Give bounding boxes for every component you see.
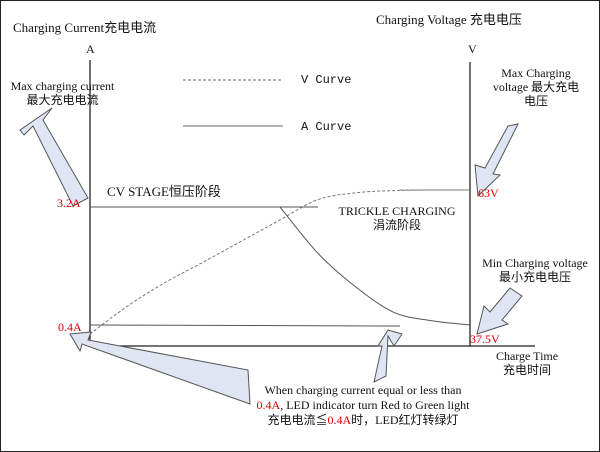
a-curve-point-9	[431, 320, 432, 321]
legend-a-curve-label: A Curve	[301, 120, 352, 134]
tick-max-voltage: 63V	[478, 186, 499, 200]
tick-min-voltage: 37.5V	[470, 332, 500, 346]
max-voltage-callout-arrow	[474, 123, 519, 198]
min-voltage-callout-text: Min Charging voltage 最小充电电压	[482, 256, 588, 284]
indicator-callout-arrow	[373, 329, 403, 383]
cv-stage-label: CV STAGE恒压阶段	[107, 184, 221, 199]
tick-max-current: 3.2A	[57, 196, 81, 210]
indicator-callout-text: When charging current equal or less than…	[256, 383, 470, 427]
min-voltage-callout-arrow	[476, 287, 523, 335]
legend-v-curve-label: V Curve	[301, 73, 352, 87]
max-voltage-callout-text: Max Charging voltage 最大充电 电压	[492, 66, 580, 108]
max-current-callout-arrow	[19, 107, 89, 207]
v-curve-point-5	[279, 219, 280, 220]
v-curve-point-2	[165, 281, 166, 282]
x-axis-label: Charge Time 充电时间	[495, 349, 559, 377]
min-current-guide	[89, 324, 401, 327]
v-curve-point-1	[127, 305, 128, 306]
trickle-stage-label: TRICKLE CHARGING 涓流阶段	[338, 204, 456, 232]
series-a-curve	[90, 206, 471, 326]
right-axis-title: Charging Voltage 充电电压	[376, 12, 522, 27]
a-curve-point-10	[469, 324, 470, 325]
right-axis-unit: V	[468, 42, 477, 56]
tick-min-current: 0.4A	[58, 320, 82, 334]
a-curve-point-6	[317, 253, 318, 254]
a-curve-point-8	[393, 312, 394, 313]
a-curve-point-7	[355, 286, 356, 287]
v-curve-point-4	[241, 240, 242, 241]
v-curve-point-7	[355, 192, 356, 193]
max-current-callout-text: Max charging current 最大充电电流	[10, 79, 115, 107]
left-axis-unit: A	[86, 42, 95, 56]
v-curve-point-3	[203, 261, 204, 262]
left-axis-title: Charging Current充电电流	[13, 20, 157, 35]
v-curve-point-6	[317, 199, 318, 200]
min-current-callout-arrow	[69, 331, 251, 405]
v-curve-point-8	[393, 190, 394, 191]
